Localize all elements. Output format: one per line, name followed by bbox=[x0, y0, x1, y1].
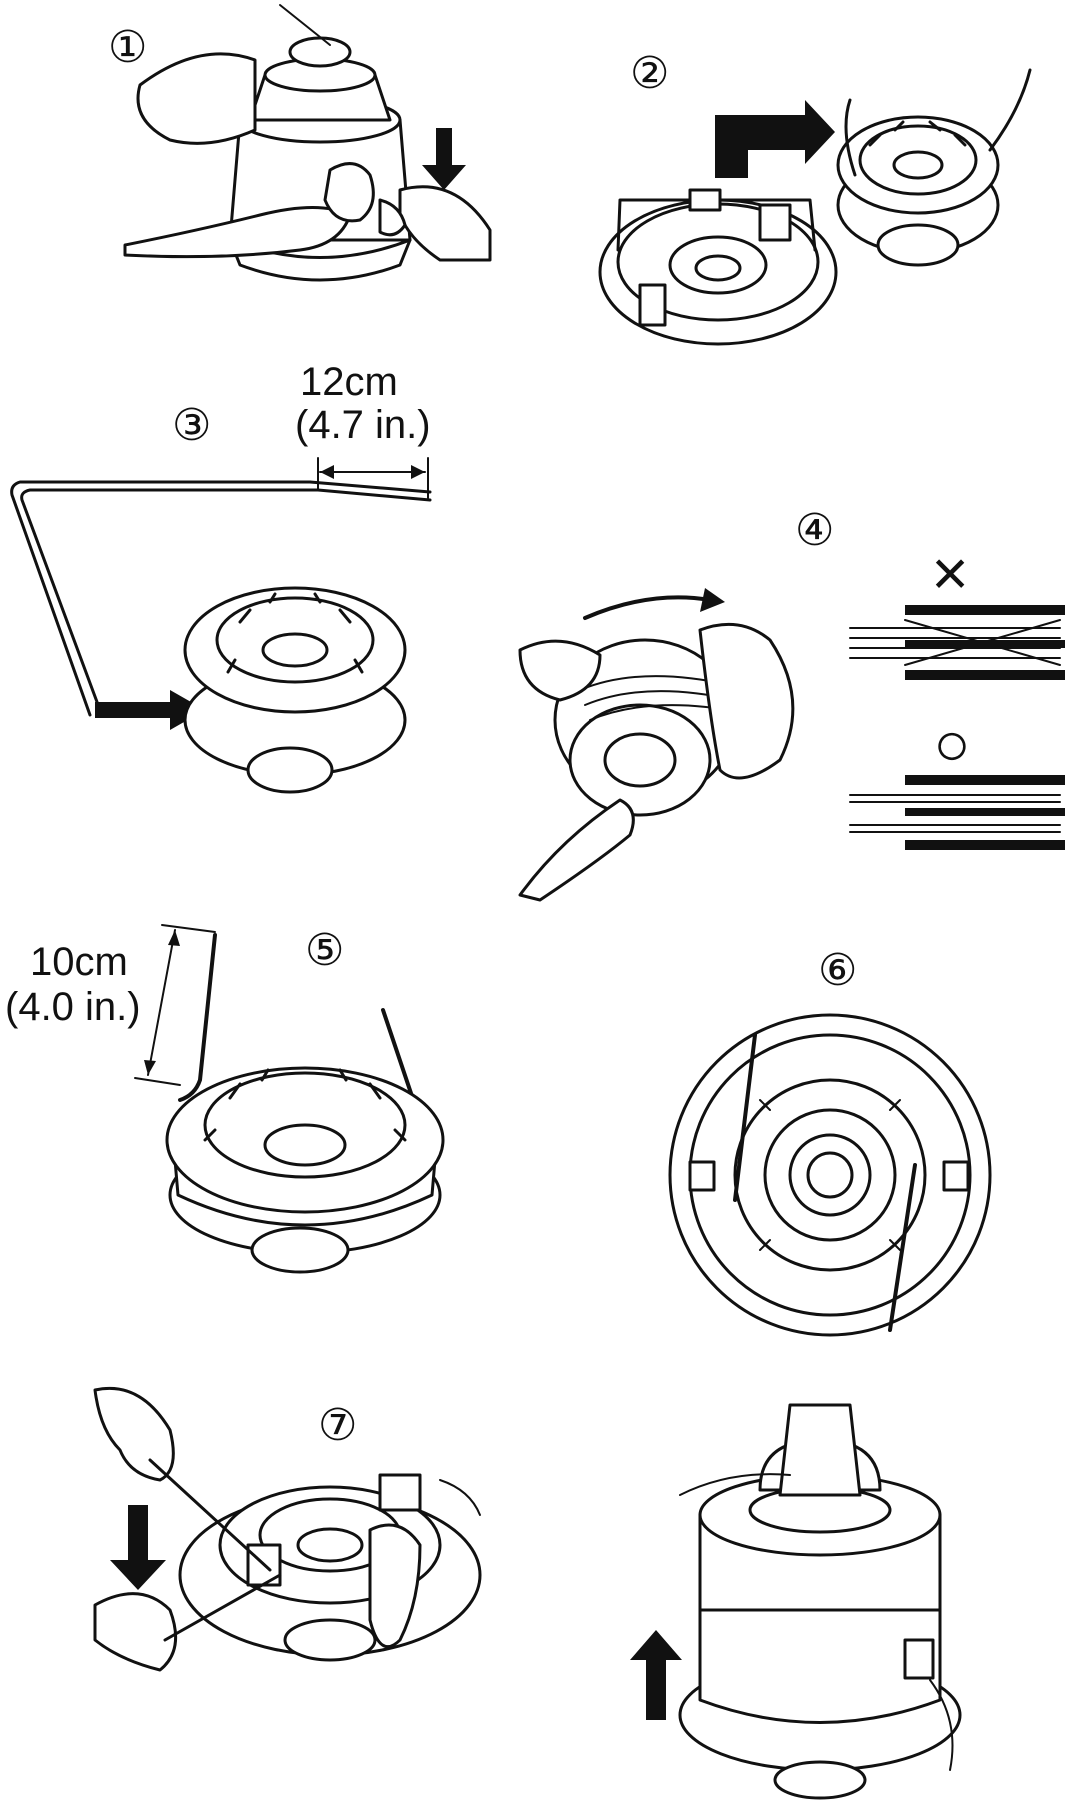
step-6-illustration bbox=[668, 1013, 992, 1337]
step-3-measure-cm: 12cm bbox=[300, 360, 398, 404]
step-3-illustration bbox=[10, 457, 432, 794]
step-4-illustration bbox=[518, 588, 795, 902]
step-5-number: ⑤ bbox=[305, 925, 344, 976]
step-1-number: ① bbox=[108, 22, 147, 73]
rotate-arrow bbox=[700, 588, 725, 612]
step-5-measure-cm: 10cm bbox=[30, 940, 128, 984]
lift-out-arrow bbox=[715, 100, 835, 178]
step-7-panel: ⑦ bbox=[93, 1386, 482, 1672]
correct-winding-icon bbox=[849, 775, 1065, 850]
step-3-measure-in: (4.7 in.) bbox=[295, 403, 431, 447]
step-6-number: ⑥ bbox=[818, 945, 857, 996]
step-4-panel: ④ × ○ bbox=[518, 505, 1065, 902]
step-7-number: ⑦ bbox=[318, 1400, 357, 1451]
step-3-panel: ③ 12cm (4.7 in.) bbox=[10, 360, 432, 794]
step-4-number: ④ bbox=[795, 505, 834, 556]
step-6-panel: ⑥ bbox=[668, 945, 992, 1337]
step-3-number: ③ bbox=[172, 400, 211, 451]
insert-line-arrow bbox=[95, 690, 205, 730]
step-5-measure-in: (4.0 in.) bbox=[5, 985, 141, 1029]
step-2-number: ② bbox=[630, 48, 669, 99]
step-7-illustration bbox=[93, 1386, 482, 1672]
push-down-arrow bbox=[110, 1505, 166, 1590]
step-8-illustration bbox=[630, 1403, 962, 1800]
step-5-illustration bbox=[134, 924, 445, 1274]
press-down-arrow bbox=[422, 128, 466, 190]
correct-mark: ○ bbox=[933, 710, 970, 779]
push-up-arrow bbox=[630, 1630, 682, 1720]
wrong-winding-icon bbox=[849, 605, 1065, 680]
wrong-mark: × bbox=[931, 537, 968, 609]
step-1-illustration bbox=[123, 4, 492, 282]
step-2-illustration bbox=[598, 68, 1032, 346]
step-8-panel: ⑧ bbox=[630, 1400, 962, 1800]
step-1-panel: ① bbox=[108, 4, 492, 282]
step-2-panel: ② bbox=[598, 48, 1032, 346]
step-5-panel: ⑤ 10cm (4.0 in.) bbox=[5, 924, 445, 1274]
